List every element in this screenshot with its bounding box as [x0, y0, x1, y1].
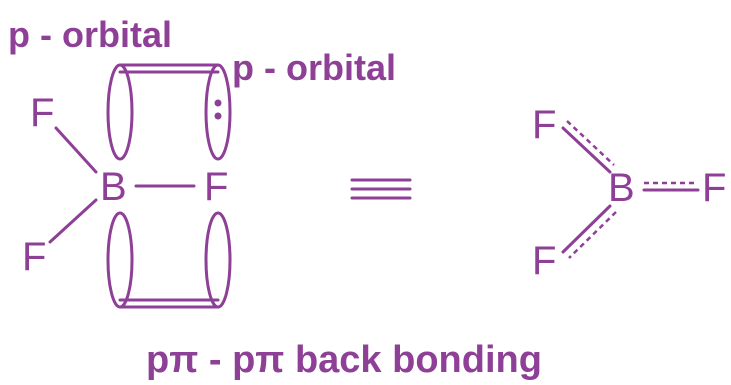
fluorine-atom-top-right: F: [532, 103, 556, 147]
fluorine-atom-top-left: F: [30, 91, 54, 135]
p-orbital-label-right: p - orbital: [232, 47, 396, 88]
partial-double-bond-right: [642, 181, 700, 192]
fluorine-atom-bottom-left: F: [22, 235, 46, 279]
boron-atom-right: B: [608, 166, 635, 210]
boron-p-orbital-lower-lobe: [106, 211, 134, 309]
boron-atom-left: B: [100, 165, 127, 209]
bond-b-f-bottom-left: [48, 198, 98, 244]
fluorine-p-orbital-lower-lobe: [204, 211, 232, 309]
back-bonding-caption: pπ - pπ back bonding: [146, 339, 542, 381]
lone-pair-electron-2: [214, 112, 222, 120]
equivalence-sign: [350, 178, 412, 200]
fluorine-atom-right-left: F: [204, 165, 228, 209]
lone-pair-electron-1: [214, 99, 222, 107]
fluorine-p-orbital-upper-lobe: [204, 63, 232, 161]
bond-b-f-top-left: [54, 126, 98, 174]
lower-orbital-cylinder: [106, 211, 232, 309]
partial-double-bond-bottom: [561, 204, 617, 259]
fluorine-atom-right-right: F: [702, 166, 726, 210]
upper-orbital-cylinder: [106, 63, 232, 161]
partial-double-bond-top: [561, 120, 615, 174]
boron-p-orbital-upper-lobe: [106, 63, 134, 161]
fluorine-atom-bottom-right: F: [532, 239, 556, 283]
p-orbital-label-left: p - orbital: [8, 14, 172, 55]
